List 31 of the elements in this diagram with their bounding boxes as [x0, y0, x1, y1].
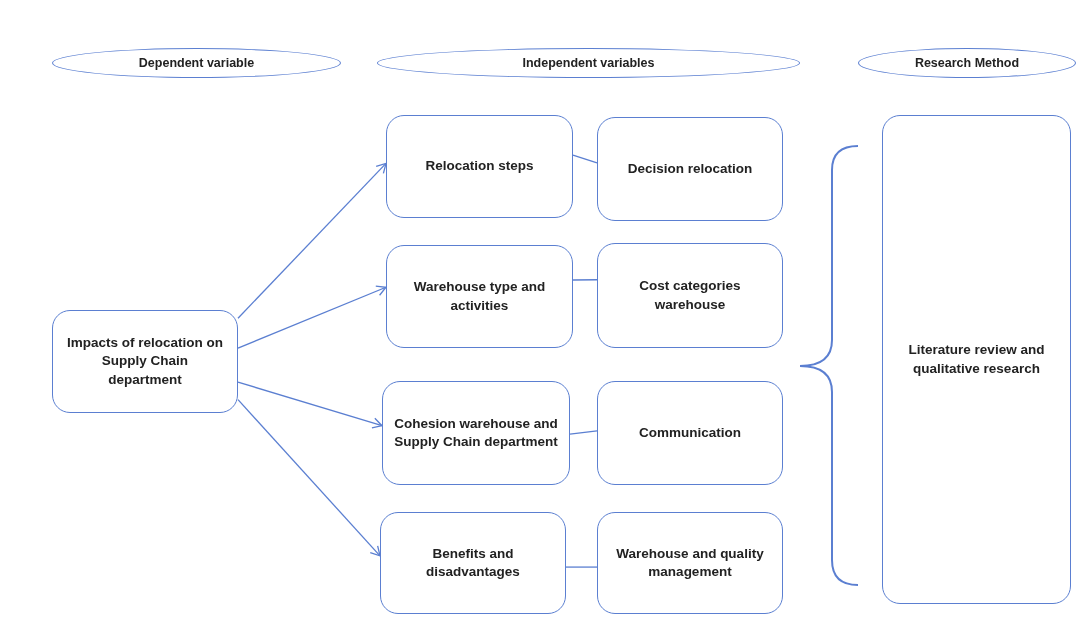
rounded-box: [380, 512, 566, 614]
arrow: [237, 398, 381, 557]
node-label: Communication: [639, 423, 741, 442]
node-label: Warehouse type and activities: [412, 278, 547, 315]
arrow: [237, 162, 387, 319]
node-label: Benefits and disadvantages: [425, 544, 521, 581]
connector-line: [572, 154, 598, 164]
node-label: Dependent variable: [138, 54, 255, 72]
rounded-box: [386, 115, 573, 218]
node-label: Cost categories warehouse: [638, 277, 742, 314]
arrow: [237, 285, 387, 349]
node-label: Warehouse and quality management: [615, 544, 765, 581]
connector-line: [572, 279, 598, 281]
node-label: Independent variables: [522, 54, 655, 72]
rounded-box: [382, 381, 570, 485]
rounded-box: [882, 115, 1071, 604]
node-label: Impacts of relocation on Supply Chain department: [66, 334, 224, 389]
rounded-box: [597, 381, 783, 485]
rounded-box: [52, 310, 238, 413]
connector-line: [565, 566, 598, 568]
connector-line: [569, 430, 598, 435]
rounded-box: [597, 117, 783, 221]
node-label: Literature review and qualitative research: [907, 341, 1046, 378]
rounded-box: [597, 512, 783, 614]
node-label: Research Method: [914, 54, 1020, 72]
node-label: Relocation steps: [425, 157, 534, 176]
rounded-box: [386, 245, 573, 348]
node-label: Cohesion warehouse and Supply Chain department: [393, 414, 559, 451]
arrow: [237, 381, 383, 429]
node-label: Decision relocation: [627, 159, 753, 178]
rounded-box: [597, 243, 783, 348]
